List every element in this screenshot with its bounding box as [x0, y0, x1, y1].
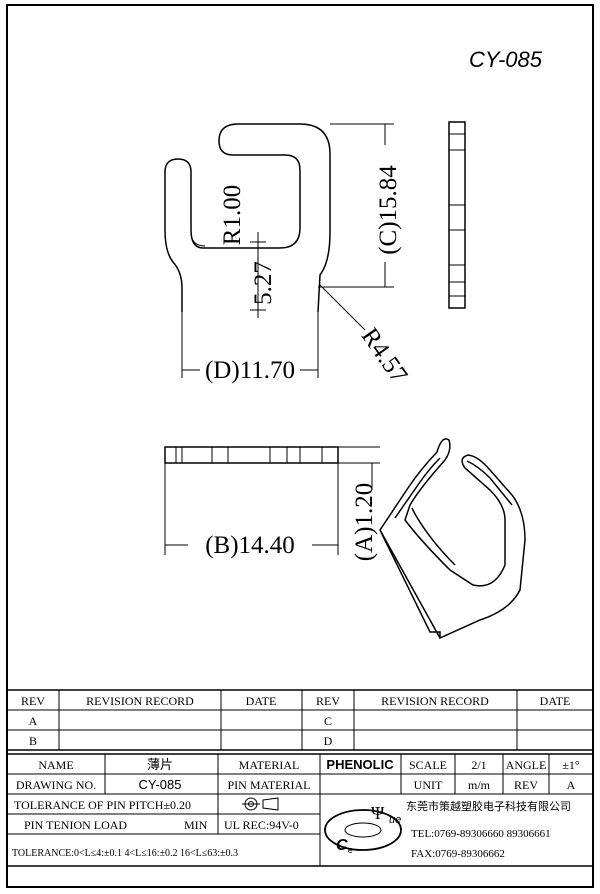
- top-view: [164, 123, 331, 313]
- revision-table: REV REVISION RECORD DATE REV REVISION RE…: [6, 689, 594, 751]
- dimension-a-label: (A)1.20: [351, 483, 378, 561]
- rev-b: B: [29, 734, 37, 748]
- material-value: PHENOLIC: [326, 757, 394, 772]
- unit-label: UNIT: [414, 778, 443, 792]
- svg-text:e: e: [348, 845, 353, 855]
- company-name: 东莞市策越塑胶电子科技有限公司: [406, 799, 571, 813]
- tolerance-general: TOLERANCE:0<L≤4:±0.1 4<L≤16:±0.2 16<L≤63…: [12, 848, 238, 859]
- record-header-left: REVISION RECORD: [86, 694, 194, 708]
- dimension-c: (C)15.84: [318, 123, 402, 288]
- side-view-top: [448, 121, 466, 309]
- unit-value: m/m: [468, 778, 491, 792]
- company-fax: FAX:0769-89306662: [411, 848, 505, 860]
- tolerance-pitch: TOLERANCE OF PIN PITCH±0.20: [14, 798, 191, 812]
- dimension-r457-label: R4.57: [356, 323, 413, 388]
- rev-a: A: [29, 714, 38, 728]
- rev-label: REV: [514, 778, 538, 792]
- company-tel: TEL:0769-89306660 89306661: [411, 828, 551, 840]
- dimension-d-label: (D)11.70: [205, 357, 295, 384]
- pin-tension-min: MIN: [184, 818, 208, 832]
- rev-header-right: REV: [316, 694, 340, 708]
- angle-label: ANGLE: [506, 758, 547, 772]
- dimension-b-label: (B)14.40: [205, 532, 295, 559]
- dimension-c-label: (C)15.84: [375, 165, 402, 255]
- dimension-a: (A)1.20: [338, 446, 380, 561]
- scale-label: SCALE: [409, 758, 447, 772]
- scale-value: 2/1: [471, 758, 486, 772]
- name-label: NAME: [38, 758, 73, 772]
- record-header-right: REVISION RECORD: [381, 694, 489, 708]
- radius-arc-inner: [190, 231, 206, 247]
- dimension-b: (B)14.40: [164, 463, 339, 559]
- dimension-r1-label: R1.00: [219, 185, 246, 245]
- ul-rec: UL REC:94V-0: [224, 818, 299, 832]
- company-logo: C e Ψ ue: [324, 803, 402, 855]
- name-value: 薄片: [147, 757, 173, 772]
- rev-header-left: REV: [21, 694, 45, 708]
- part-number: CY-085: [469, 47, 543, 72]
- material-label: MATERIAL: [239, 758, 300, 772]
- pin-tension-label: PIN TENION LOAD: [24, 818, 127, 832]
- svg-text:Ψ: Ψ: [371, 803, 385, 823]
- rev-d: D: [324, 734, 333, 748]
- sheet-border: [6, 4, 594, 888]
- drawing-no-value: CY-085: [139, 777, 182, 792]
- isometric-view: [379, 438, 526, 640]
- front-view: [164, 446, 339, 464]
- dimension-527-label: 5.27: [250, 261, 277, 305]
- part-outline-top: [164, 123, 331, 313]
- title-block: NAME 薄片 MATERIAL PHENOLIC SCALE 2/1 ANGL…: [6, 753, 594, 867]
- date-header-right: DATE: [540, 694, 571, 708]
- rev-value: A: [567, 778, 576, 792]
- svg-text:ue: ue: [389, 814, 401, 826]
- svg-text:C: C: [336, 837, 348, 854]
- dimension-r457-leader: [319, 284, 366, 331]
- drawing-no-label: DRAWING NO.: [16, 778, 96, 792]
- dimension-d: (D)11.70: [181, 312, 319, 384]
- date-header-left: DATE: [246, 694, 277, 708]
- pin-material-label: PIN MATERIAL: [228, 778, 311, 792]
- angle-value: ±1°: [562, 758, 580, 772]
- rev-c: C: [324, 714, 332, 728]
- projection-symbol-icon: [242, 797, 279, 811]
